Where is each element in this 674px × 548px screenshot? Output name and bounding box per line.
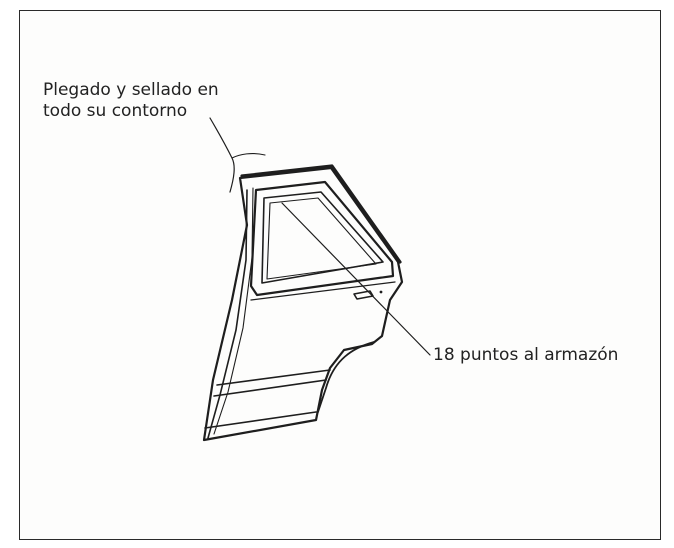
window-glass	[266, 197, 377, 280]
side-molding-bottom	[213, 379, 327, 397]
door-lock-dot	[379, 290, 383, 294]
side-molding-top	[216, 369, 331, 386]
wheel-arch	[317, 341, 375, 413]
door-handle	[353, 290, 374, 300]
window-frame-outer	[249, 180, 395, 297]
frame-points-callout: 18 puntos al armazón	[433, 345, 619, 365]
edge-fold-callout: Plegado y sellado en todo su contorno	[43, 80, 219, 122]
door-front-edge	[207, 189, 248, 439]
edge-fold-leader-tick	[231, 153, 266, 159]
edge-fold-callout-line2: todo su contorno	[43, 101, 188, 121]
door-outer-outline	[202, 166, 404, 442]
door-belt-line	[250, 281, 396, 301]
edge-fold-leader	[209, 117, 235, 193]
door-hem-rim	[240, 164, 402, 264]
window-frame-inner	[261, 191, 384, 284]
door-sill	[204, 411, 317, 429]
door-front-edge-inner	[213, 187, 254, 435]
edge-fold-callout-line1: Plegado y sellado en	[43, 80, 219, 100]
diagram-frame	[19, 10, 661, 540]
frame-points-leader	[281, 202, 431, 356]
